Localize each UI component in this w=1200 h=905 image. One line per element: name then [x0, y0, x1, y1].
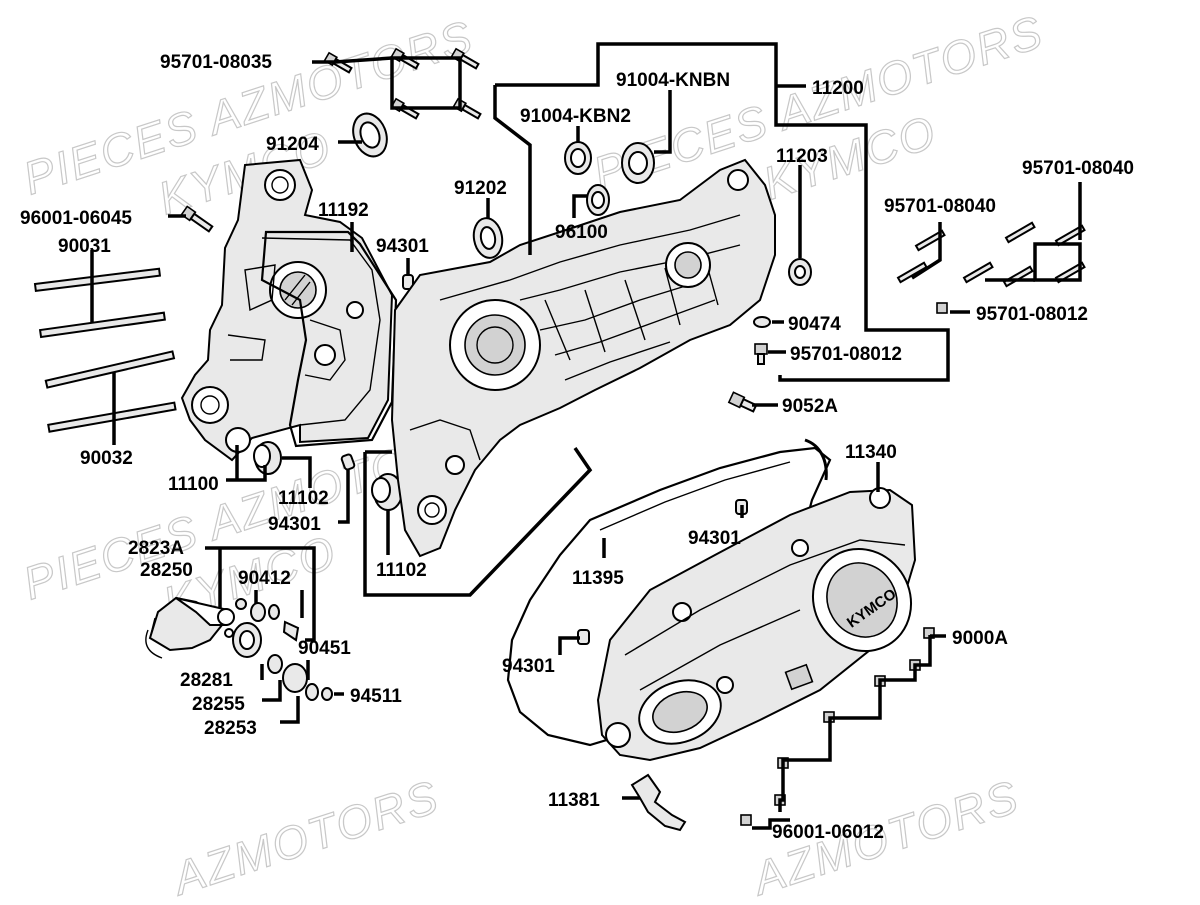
part-label: 90032: [80, 448, 133, 469]
seal-91202: [472, 217, 504, 259]
part-label: 91004-KBN2: [520, 106, 631, 127]
part-label: 95701-08035: [160, 52, 272, 73]
dowel-pins: [340, 274, 748, 645]
stud-bolts: [33, 267, 177, 433]
part-label: 11200: [812, 78, 864, 99]
part-label: 94301: [688, 528, 741, 549]
part-label: 90412: [238, 568, 291, 589]
cvt-cover: KYMCO: [596, 487, 917, 762]
seal-96100: [586, 184, 610, 216]
part-label: 9000A: [952, 628, 1008, 649]
part-label: 11102: [376, 560, 427, 581]
watermark-text: AZMOTORS: [164, 770, 445, 900]
part-label: 28255: [192, 694, 245, 715]
part-label: 11192: [318, 200, 369, 221]
part-label: 2823A: [128, 538, 184, 559]
part-label: 91202: [454, 178, 507, 199]
part-label: 90031: [58, 236, 111, 257]
leader-lines: [90, 42, 1082, 830]
left-crankcase: [180, 158, 394, 462]
part-label: 95701-08040: [1022, 158, 1134, 179]
part-label: 96001-06045: [20, 208, 132, 229]
part-label: 90474: [788, 314, 841, 335]
part-label: 11395: [572, 568, 624, 589]
part-label: 95701-08012: [976, 304, 1088, 325]
part-label: 94301: [376, 236, 429, 257]
part-label: 28253: [204, 718, 257, 739]
part-label: 11102: [278, 488, 329, 509]
washer-90474: [753, 316, 771, 328]
part-label: 94301: [502, 656, 555, 677]
part-label: 11100: [168, 474, 219, 495]
oil-seal-91204: [352, 112, 388, 158]
part-label: 95701-08012: [790, 344, 902, 365]
clip-11381: [630, 773, 687, 832]
part-label: 91204: [266, 134, 319, 155]
part-label: 28281: [180, 670, 233, 691]
part-label: 94301: [268, 514, 321, 535]
bushings-11102: [253, 441, 403, 511]
bolt-95701-08012-center: [754, 343, 768, 365]
bearing-91004-KBN2: [564, 141, 592, 175]
part-label: 91004-KNBN: [616, 70, 730, 91]
part-label: 96100: [555, 222, 608, 243]
part-label: 11340: [845, 442, 897, 463]
part-label: 95701-08040: [884, 196, 996, 217]
crankcase-gasket: [260, 230, 398, 448]
part-label: 28250: [140, 560, 193, 581]
part-label: 90451: [298, 638, 351, 659]
part-label: 96001-06012: [772, 822, 884, 843]
part-label: 94511: [350, 686, 402, 707]
part-label: 9052A: [782, 396, 838, 417]
bolt-9052A: [727, 391, 758, 413]
part-labels: 95701-08035 91204 96001-06045 90031 9003…: [20, 52, 1134, 843]
bushing-11203: [788, 258, 812, 286]
part-label: 11381: [548, 790, 600, 811]
bearing-91004-KNBN: [621, 142, 655, 184]
right-crankcase: [390, 158, 776, 558]
part-label: 11203: [776, 146, 828, 167]
